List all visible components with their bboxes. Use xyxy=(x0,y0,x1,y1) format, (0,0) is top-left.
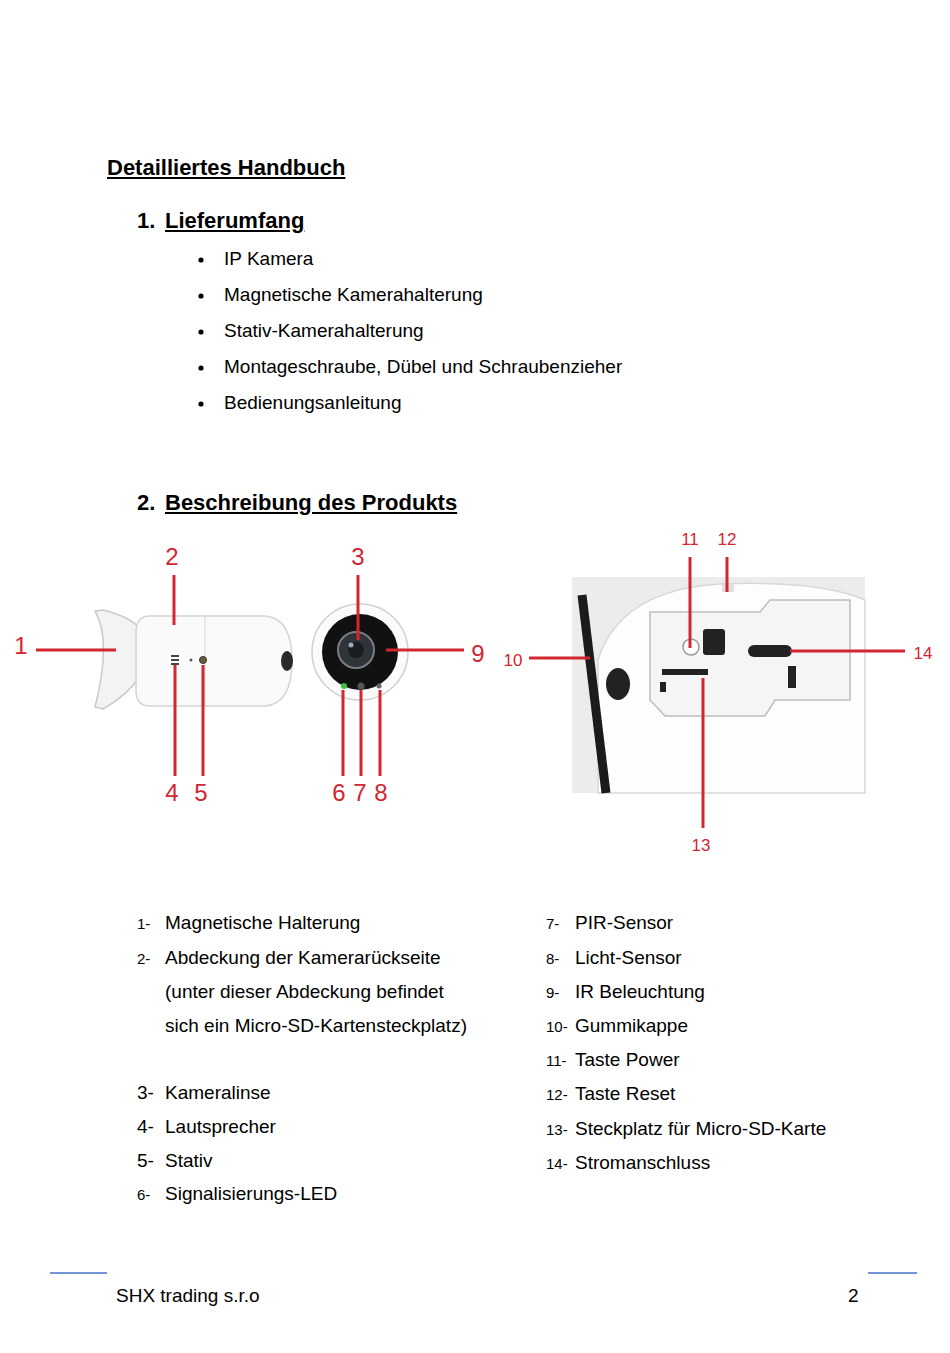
page-heading: Detailliertes Handbuch xyxy=(107,151,345,185)
legend-text: Abdeckung der Kamerarückseite (unter die… xyxy=(165,941,470,1043)
legend-text: Taste Power xyxy=(575,1043,680,1077)
callout-number: 3 xyxy=(351,540,364,574)
callout-number: 7 xyxy=(353,776,366,810)
callout-number: 11 xyxy=(681,523,699,557)
callout-number: 10 xyxy=(504,644,523,678)
legend-text: IR Beleuchtung xyxy=(575,975,705,1009)
footer-rule xyxy=(50,1272,107,1274)
camera-side-view xyxy=(95,610,293,709)
legend-number: 4- xyxy=(137,1110,154,1144)
legend-text: Magnetische Halterung xyxy=(165,906,360,940)
list-item: Montageschraube, Dübel und Schraubenzieh… xyxy=(224,350,622,384)
legend-number: 7- xyxy=(546,907,559,941)
legend-number: 1- xyxy=(137,907,150,941)
legend-number: 13- xyxy=(546,1113,568,1147)
bullets xyxy=(198,257,203,406)
legend-text: Taste Reset xyxy=(575,1077,675,1111)
callout-number: 8 xyxy=(374,776,387,810)
legend-number: 6- xyxy=(137,1178,150,1212)
section-number: 1. xyxy=(137,204,155,238)
legend-text: Stativ xyxy=(165,1144,213,1178)
callout-number: 9 xyxy=(471,637,484,671)
callout-number: 12 xyxy=(718,523,737,557)
legend-number: 9- xyxy=(546,976,559,1010)
camera-front-view xyxy=(312,604,408,700)
camera-rear-photo xyxy=(572,577,865,793)
footer-text: SHX trading s.r.o xyxy=(116,1279,260,1313)
list-item: Magnetische Kamerahalterung xyxy=(224,278,483,312)
page-number: 2 xyxy=(848,1279,859,1313)
legend-number: 3- xyxy=(137,1076,154,1110)
legend-number: 11- xyxy=(546,1044,567,1078)
list-item: Stativ-Kamerahalterung xyxy=(224,314,424,348)
legend-text: Stromanschluss xyxy=(575,1146,710,1180)
list-item: IP Kamera xyxy=(224,242,313,276)
legend-number: 14- xyxy=(546,1147,568,1181)
legend-text: Signalisierungs-LED xyxy=(165,1177,337,1211)
callout-number: 1 xyxy=(14,629,27,663)
legend-number: 5- xyxy=(137,1144,154,1178)
legend-number: 2- xyxy=(137,942,150,976)
legend-number: 10- xyxy=(546,1010,568,1044)
callout-number: 5 xyxy=(194,776,207,810)
legend-number: 8- xyxy=(546,942,559,976)
legend-text: PIR-Sensor xyxy=(575,906,673,940)
section-heading: Beschreibung des Produkts xyxy=(165,486,457,520)
section-heading: Lieferumfang xyxy=(165,204,304,238)
legend-text: Licht-Sensor xyxy=(575,941,682,975)
leader-lines xyxy=(36,557,905,828)
callout-number: 14 xyxy=(914,637,933,671)
legend-text: Kameralinse xyxy=(165,1076,271,1110)
list-item: Bedienungsanleitung xyxy=(224,386,402,420)
legend-text: Lautsprecher xyxy=(165,1110,276,1144)
legend-text: Steckplatz für Micro-SD-Karte xyxy=(575,1112,826,1146)
footer-rule xyxy=(868,1272,917,1274)
callout-number: 6 xyxy=(332,776,345,810)
callout-number: 13 xyxy=(692,829,711,863)
legend-text: Gummikappe xyxy=(575,1009,688,1043)
section-number: 2. xyxy=(137,486,155,520)
callout-number: 2 xyxy=(165,540,178,574)
legend-number: 12- xyxy=(546,1078,568,1112)
callout-number: 4 xyxy=(165,776,178,810)
